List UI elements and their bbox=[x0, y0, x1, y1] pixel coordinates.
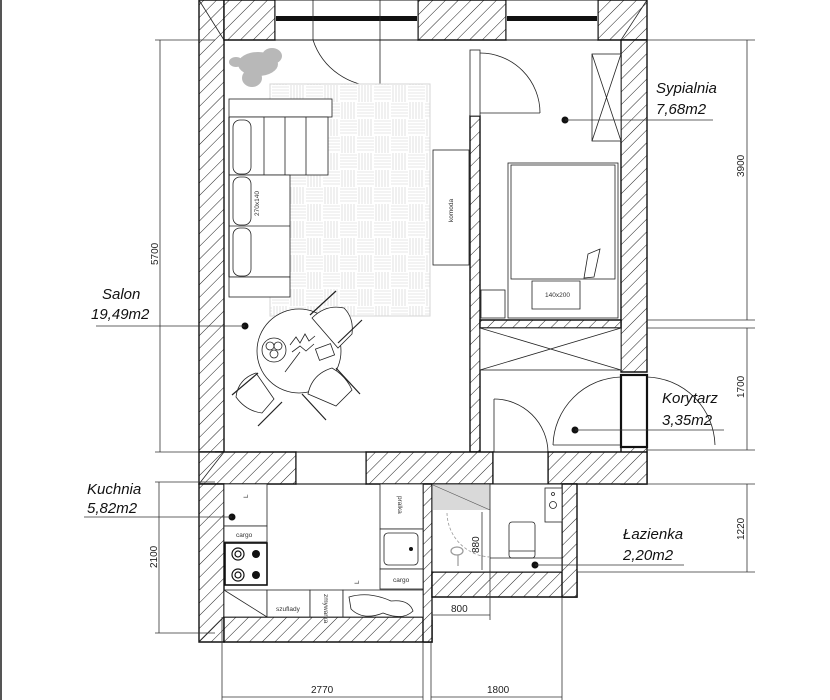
bed-size-label: 140x200 bbox=[545, 292, 570, 299]
door-arc-bedroom bbox=[479, 52, 541, 114]
page-left-border bbox=[0, 0, 2, 700]
chair bbox=[309, 290, 363, 349]
shower-head-icon bbox=[450, 546, 464, 556]
burner-icon bbox=[231, 547, 245, 582]
room-korytarz: Korytarz 3,35m2 bbox=[479, 327, 724, 485]
wall-kitchen-left bbox=[198, 483, 225, 643]
wall-mid-right bbox=[547, 451, 648, 485]
room-lazienka: 880 Łazienka 2,20m2 bbox=[431, 483, 684, 573]
corner-mark-2: L bbox=[354, 580, 361, 584]
drawers-cabinet bbox=[266, 589, 311, 618]
bathroom-width-dim: 1800 bbox=[487, 685, 510, 696]
sofa-size-label: 270x140 bbox=[254, 191, 261, 216]
cargo-cabinet-left bbox=[223, 525, 268, 543]
toilet bbox=[508, 521, 536, 559]
bedroom-height-dim: 3900 bbox=[736, 154, 747, 177]
korytarz-name: Korytarz bbox=[662, 390, 718, 407]
wall-partition bbox=[469, 115, 481, 453]
wall-mid-left bbox=[198, 451, 297, 485]
salon-area: 19,49m2 bbox=[91, 306, 150, 323]
dining-table bbox=[256, 308, 342, 394]
kitchen-passage bbox=[295, 451, 367, 485]
wall-top-left bbox=[223, 0, 276, 41]
corner-mark: L bbox=[243, 494, 250, 498]
plant-icon bbox=[229, 48, 282, 87]
bedroom-door-leaf bbox=[469, 49, 481, 117]
door-arc-entrance bbox=[552, 376, 622, 446]
bathroom-height-dim: 1220 bbox=[736, 517, 747, 540]
kitchen-width-dim: 2770 bbox=[311, 685, 334, 696]
wall-top-right bbox=[597, 0, 648, 41]
salon-height-dim: 5700 bbox=[150, 242, 161, 265]
wall-mid-center bbox=[365, 451, 494, 485]
dimension-lines: 5700 2100 3900 1700 1220 800 2770 bbox=[149, 39, 755, 700]
corridor-height-dim: 1700 bbox=[736, 375, 747, 398]
dishwasher bbox=[309, 589, 344, 618]
walls bbox=[198, 0, 648, 643]
cargo-left-label: cargo bbox=[236, 532, 253, 539]
wall-bathroom-bottom bbox=[431, 571, 578, 598]
bathroom-sink bbox=[544, 487, 563, 523]
bed bbox=[507, 162, 619, 319]
salon-name: Salon bbox=[102, 286, 140, 303]
burner-icon bbox=[252, 550, 260, 579]
drawers-label: szuflady bbox=[276, 606, 301, 613]
kuchnia-name: Kuchnia bbox=[87, 481, 141, 498]
shower-width-dim: 800 bbox=[451, 604, 468, 615]
bathroom-doorway bbox=[492, 451, 549, 485]
dresser-label: komoda bbox=[448, 198, 455, 222]
washer-cabinet bbox=[379, 483, 424, 530]
door-arc-salon bbox=[312, 39, 381, 87]
washer-label: pralka bbox=[396, 496, 403, 514]
door-arc-bathroom bbox=[493, 398, 549, 453]
wall-kitchen-bathroom bbox=[422, 483, 433, 643]
wall-bedroom-right bbox=[620, 39, 648, 373]
sofa: 270x140 bbox=[228, 98, 333, 298]
cargo-right-label: cargo bbox=[393, 577, 410, 584]
entrance-door bbox=[619, 373, 649, 449]
dishwasher-label: zmywarka bbox=[322, 594, 329, 624]
bathtub-fixture bbox=[342, 589, 424, 618]
chair bbox=[301, 367, 361, 421]
wall-salon-left bbox=[198, 0, 225, 453]
sypialnia-name: Sypialnia bbox=[656, 80, 717, 97]
room-sypialnia: 140x200 Sypialnia 7,68m2 bbox=[469, 49, 717, 319]
shower-depth-dim: 880 bbox=[471, 536, 482, 553]
window-bedroom-sill bbox=[507, 16, 597, 21]
room-kuchnia: L cargo szuflady zmywarka pralka cargo L bbox=[84, 451, 424, 624]
shower-arc bbox=[446, 512, 491, 558]
wall-bedroom-corridor bbox=[479, 319, 622, 329]
nightstand bbox=[480, 289, 506, 319]
wall-bathroom-right bbox=[561, 483, 578, 598]
cargo-cabinet-right bbox=[379, 568, 424, 590]
sink bbox=[379, 528, 424, 570]
room-salon: 270x140 komoda bbox=[91, 39, 470, 427]
wall-top-middle bbox=[417, 0, 507, 41]
korytarz-area: 3,35m2 bbox=[662, 412, 713, 429]
sypialnia-area: 7,68m2 bbox=[656, 101, 707, 118]
lazienka-name: Łazienka bbox=[623, 526, 683, 543]
window-salon-sill bbox=[276, 16, 417, 21]
chair bbox=[231, 372, 283, 427]
kuchnia-area: 5,82m2 bbox=[87, 500, 138, 517]
dresser bbox=[432, 149, 470, 266]
kitchen-height-dim: 2100 bbox=[149, 545, 160, 568]
lazienka-area: 2,20m2 bbox=[622, 547, 674, 564]
cooktop bbox=[224, 542, 268, 586]
